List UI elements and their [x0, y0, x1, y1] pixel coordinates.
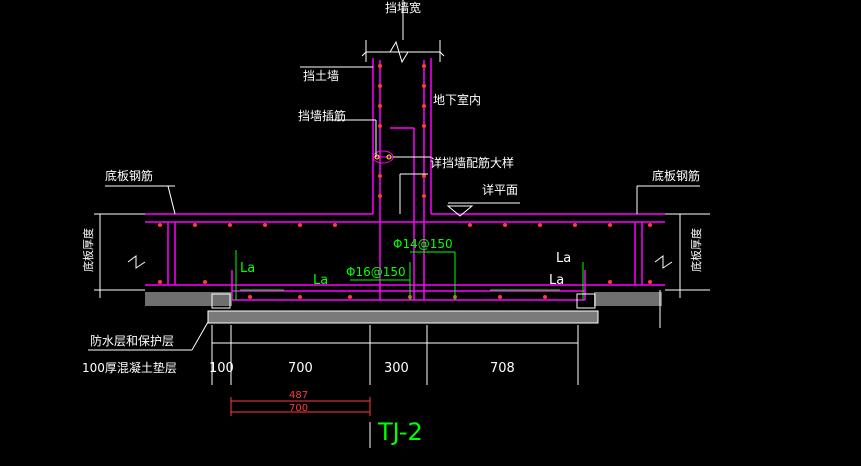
- basement-interior-label: 地下室内: [433, 92, 481, 107]
- slab-thickness-right-label: 底板厚度: [689, 228, 703, 272]
- dim-700: 700: [288, 361, 313, 376]
- right-cushion-block: [594, 292, 662, 306]
- bottom-dimension-line: [211, 325, 579, 385]
- drawing-id: TJ-2: [377, 418, 423, 446]
- concrete-cushion-layer: [207, 310, 599, 324]
- dim-100: 100: [209, 361, 234, 376]
- dim-300: 300: [384, 361, 409, 376]
- elevation-surface-label: 详平面: [482, 182, 518, 197]
- green-leaders: [235, 250, 584, 300]
- slab-thickness-dims: [94, 213, 710, 328]
- slab-rebar-dots: [158, 223, 652, 299]
- sub-dimension-lines: [230, 397, 371, 416]
- retaining-wall-label: 挡土墙: [303, 69, 339, 83]
- wall-width-label: 挡墙宽: [385, 0, 421, 15]
- retaining-wall-outline: [372, 58, 432, 300]
- subdim-700: 700: [289, 403, 308, 414]
- dim-708: 708: [490, 361, 515, 376]
- right-brick-symbol: [576, 293, 596, 309]
- la-mid-label: La: [313, 273, 328, 288]
- cushion-layer-label: 100厚混凝土垫层: [82, 360, 177, 375]
- left-brick-symbol: [211, 293, 231, 309]
- waterproof-layer-label: 防水层和保护层: [90, 333, 174, 348]
- la-right-bottom-label: La: [549, 273, 564, 288]
- rebar-bottom-label: Φ16@150: [346, 265, 406, 279]
- wall-dowels-label: 挡墙插筋: [298, 108, 346, 123]
- wall-width-dimension: [361, 0, 445, 64]
- layer-leader: [191, 321, 209, 351]
- left-cushion-block: [145, 292, 232, 306]
- slab-rebar-left-label: 底板钢筋: [105, 168, 153, 183]
- wall-detail-callout: [372, 150, 431, 164]
- slab-rebar-right-label: 底板钢筋: [652, 168, 700, 183]
- rebar-top-label: Φ14@150: [393, 237, 453, 251]
- subdim-487: 487: [289, 390, 308, 401]
- wall-rebar-dots: [378, 64, 426, 198]
- la-left-label: La: [240, 261, 255, 276]
- wall-detail-ref-label: 详挡墙配筋大样: [430, 155, 514, 170]
- annotation-arrows: [105, 66, 700, 217]
- base-slab-outline: [145, 213, 665, 301]
- la-right-top-label: La: [556, 251, 571, 266]
- slab-thickness-left-label: 底板厚度: [81, 228, 95, 272]
